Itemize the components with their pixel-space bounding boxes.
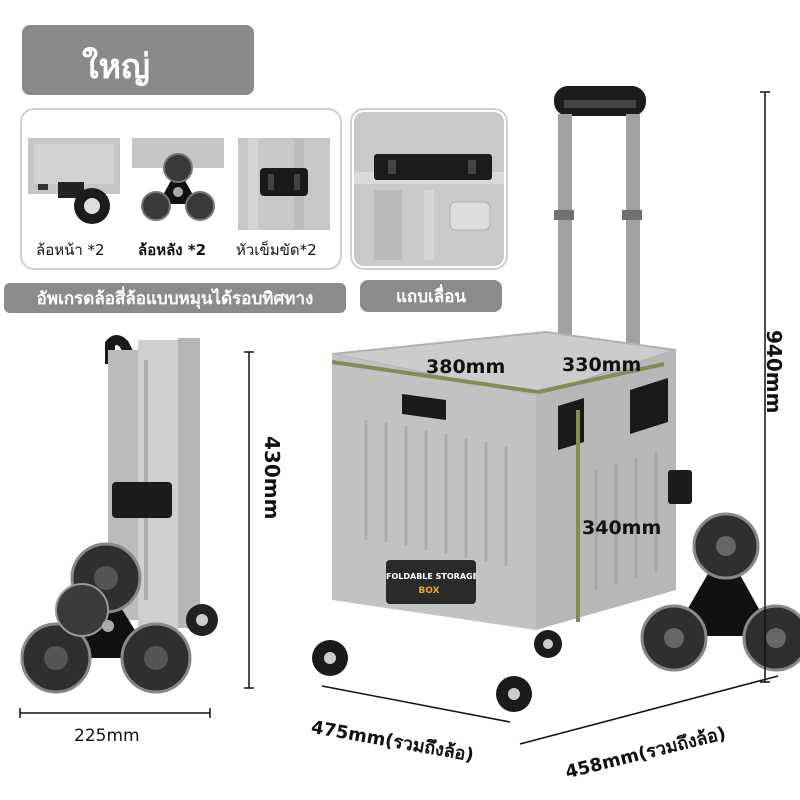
size-label: ใหญ่	[82, 47, 150, 87]
box-length-label: 380mm	[426, 356, 506, 378]
rail-thumbnail	[354, 112, 504, 266]
folded-cart-illustration	[20, 335, 218, 694]
front-wheel-thumbnail	[28, 138, 120, 224]
buckle-thumbnail	[238, 138, 330, 230]
upgrade-note-pill: อัพเกรดล้อสี่ล้อแบบหมุนได้รอบทิศทาง	[4, 283, 346, 313]
buckle-caption: หัวเข็มขัด*2	[236, 241, 317, 259]
rail-pill: แถบเลื่อน	[360, 280, 502, 312]
main-cart-illustration	[312, 86, 800, 712]
folded-height-line	[244, 351, 254, 689]
base-width-line	[519, 675, 779, 745]
folded-width-line	[19, 708, 211, 718]
box-measure-lines	[331, 360, 665, 622]
front-wheel-caption: ล้อหน้า *2	[36, 241, 105, 259]
base-length-line	[321, 685, 511, 723]
box-height-label: 340mm	[582, 517, 662, 539]
rear-wheel-caption: ล้อหลัง *2	[138, 241, 207, 259]
rear-wheel-thumbnail	[132, 138, 224, 221]
box-label-line1: FOLDABLE STORAGE	[386, 572, 479, 581]
total-height-line	[760, 91, 770, 683]
folded-height-label: 430mm	[260, 436, 284, 520]
box-label-line2: BOX	[418, 586, 440, 596]
total-height-label: 940mm	[762, 330, 786, 414]
size-badge: ใหญ่	[22, 25, 254, 95]
folded-width-label: 225mm	[74, 726, 140, 746]
box-width-label: 330mm	[562, 354, 642, 376]
